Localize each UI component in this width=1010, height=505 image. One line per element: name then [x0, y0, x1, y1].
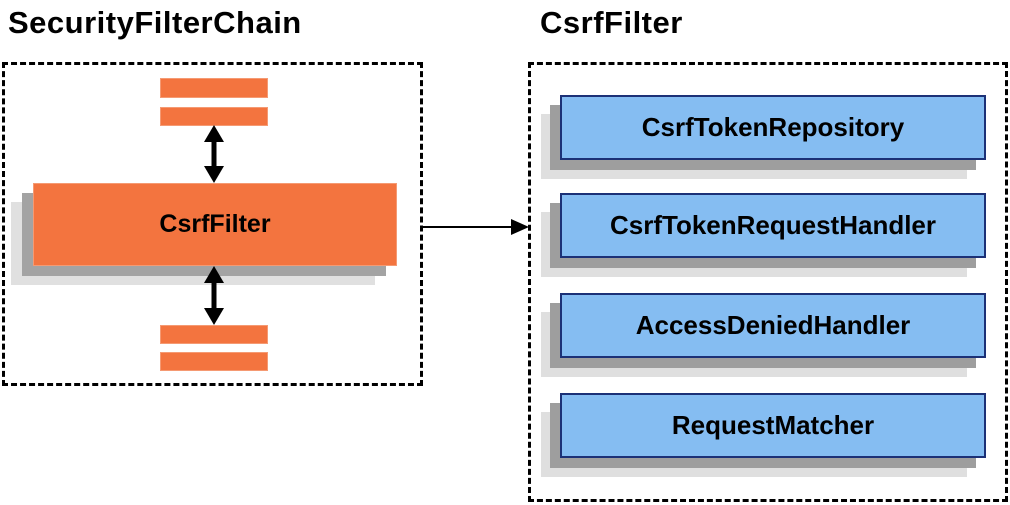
component-box-csrf-token-request-handler: CsrfTokenRequestHandler: [560, 193, 986, 258]
security-filter-chain-container: [2, 62, 423, 386]
component-box-access-denied-handler: AccessDeniedHandler: [560, 293, 986, 358]
component-label: CsrfTokenRepository: [641, 112, 905, 142]
csrf-filter-box-label: CsrfFilter: [159, 210, 271, 238]
component-label: RequestMatcher: [671, 410, 875, 440]
filter-bar-icon: [160, 78, 268, 98]
right-arrow-icon: [423, 219, 529, 235]
up-down-arrow-icon: [204, 125, 224, 183]
component-box-csrf-token-repository: CsrfTokenRepository: [560, 95, 986, 160]
filter-bar-icon: [160, 325, 268, 344]
csrf-filter-title: CsrfFilter: [540, 5, 683, 40]
security-filter-chain-title: SecurityFilterChain: [8, 5, 302, 40]
up-down-arrow-icon: [204, 266, 224, 325]
filter-bar-icon: [160, 352, 268, 371]
csrf-filter-container: [528, 62, 1008, 502]
component-label: CsrfTokenRequestHandler: [609, 210, 937, 240]
component-label: AccessDeniedHandler: [635, 310, 911, 340]
component-box-request-matcher: RequestMatcher: [560, 393, 986, 458]
filter-bar-icon: [160, 107, 268, 126]
csrf-filter-box: CsrfFilter: [33, 183, 397, 266]
